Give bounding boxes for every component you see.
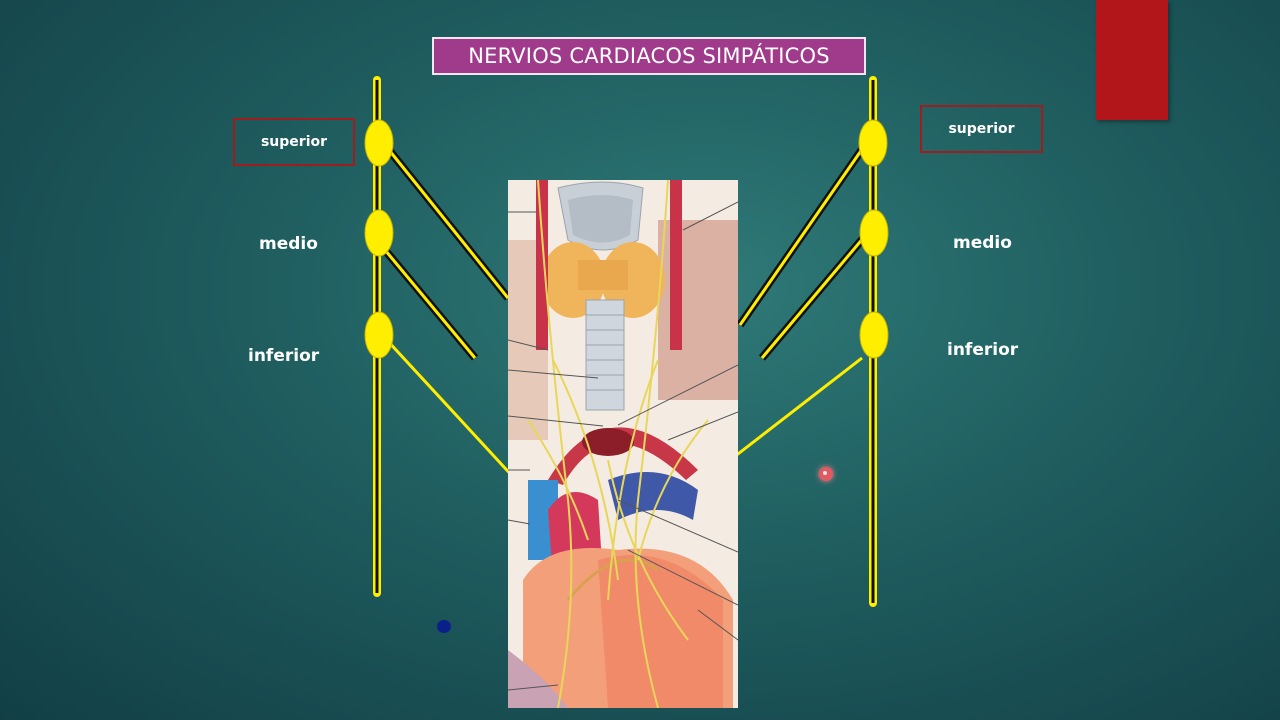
heart-neck-anatomy-image xyxy=(508,180,738,708)
left-superior-cardiac-nerve-core xyxy=(383,144,510,299)
left-inferior-cardiac-nerve xyxy=(383,336,518,482)
right-middle-cardiac-nerve-core xyxy=(760,235,867,359)
left-superior-ganglion xyxy=(364,119,394,167)
right-superior-label: superior xyxy=(920,105,1043,153)
right-superior-cardiac-nerve-core xyxy=(738,144,867,326)
laser-pointer-dot xyxy=(819,467,833,481)
left-middle-cardiac-nerve-core xyxy=(383,249,477,359)
anatomy-illustration xyxy=(508,180,738,708)
right-inferior-label: inferior xyxy=(947,340,1019,360)
decorative-red-block xyxy=(1096,0,1168,120)
right-inferior-ganglion xyxy=(859,311,889,359)
left-inferior-ganglion xyxy=(364,311,394,359)
right-inferior-cardiac-nerve xyxy=(724,356,863,466)
right-middle-label: medio xyxy=(953,233,1012,253)
right-superior-ganglion xyxy=(858,119,888,167)
blue-marker-dot xyxy=(437,620,451,633)
slide-title: NERVIOS CARDIACOS SIMPÁTICOS xyxy=(432,37,866,75)
left-middle-label: medio xyxy=(259,234,318,254)
left-middle-ganglion xyxy=(364,209,394,257)
left-superior-label: superior xyxy=(233,118,355,166)
right-middle-ganglion xyxy=(859,209,889,257)
left-inferior-label: inferior xyxy=(248,346,320,366)
